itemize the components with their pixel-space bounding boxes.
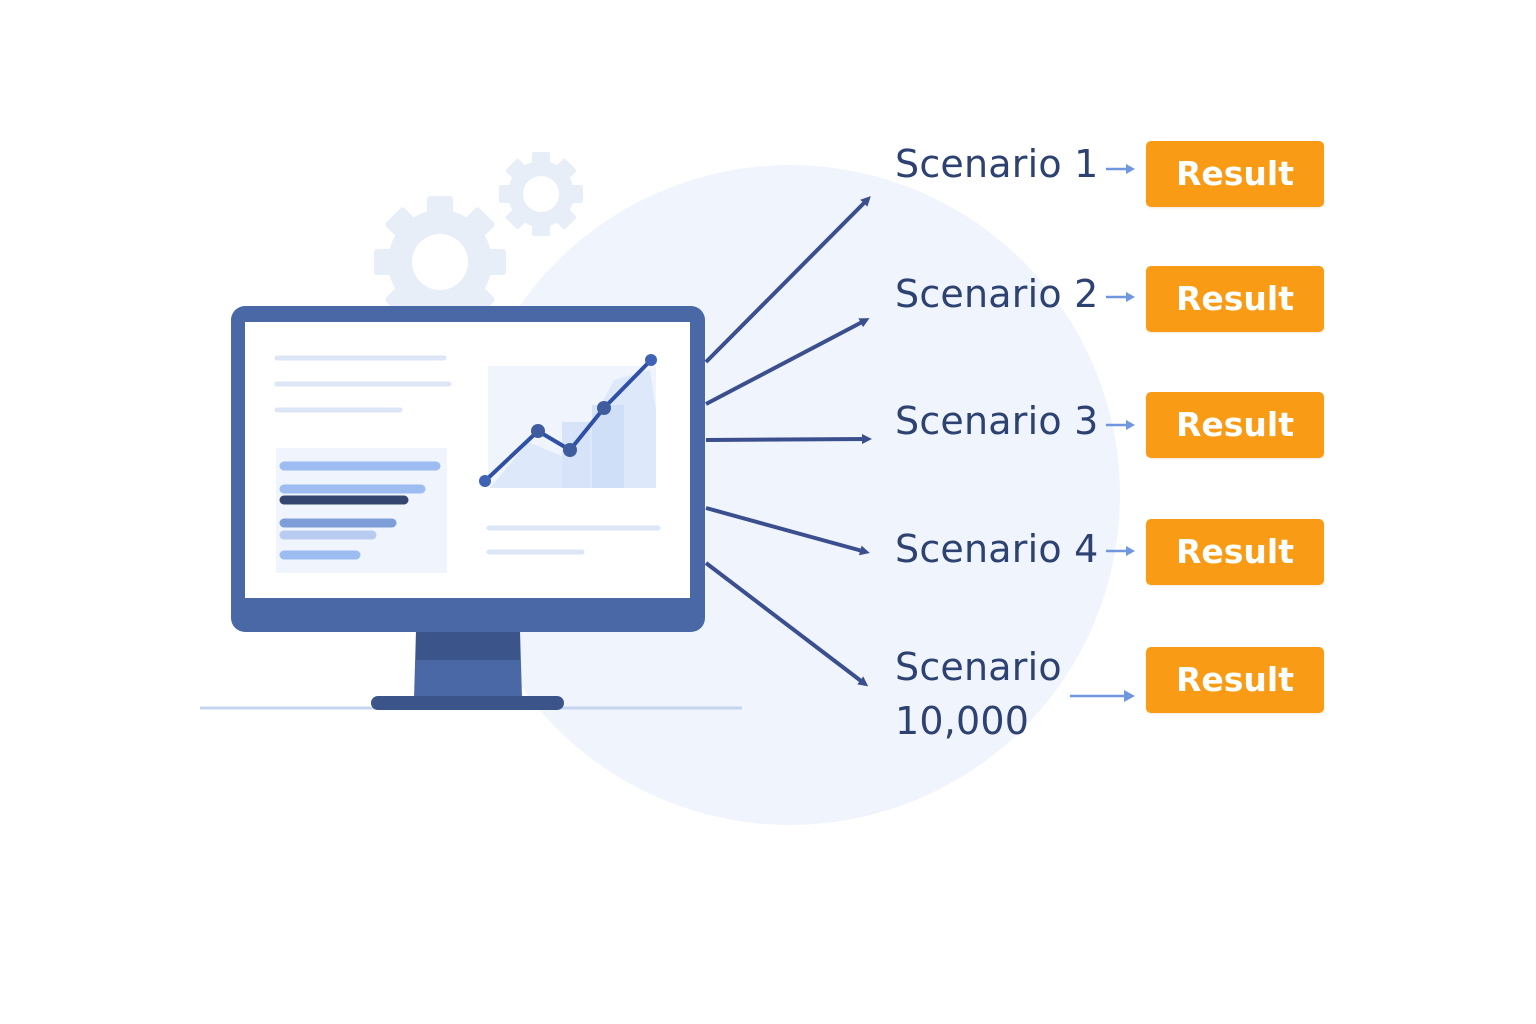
fan-out-arrows bbox=[704, 196, 872, 687]
arrow-scenario-2 bbox=[705, 318, 870, 406]
result-box-3: Result bbox=[1146, 392, 1324, 458]
result-box-10000: Result bbox=[1146, 647, 1324, 713]
arrow-scenario-4 bbox=[705, 506, 870, 556]
line-chart-icon bbox=[479, 354, 657, 488]
result-box-1: Result bbox=[1146, 141, 1324, 207]
arrow-scenario-10000 bbox=[704, 561, 869, 687]
arrow-scenario-1 bbox=[704, 196, 871, 364]
result-box-2: Result bbox=[1146, 266, 1324, 332]
scenario-label-2: Scenario 2 bbox=[895, 272, 1099, 316]
arrow-scenario-3 bbox=[705, 434, 872, 445]
gear-icon bbox=[499, 152, 583, 236]
scenario-label-10000: Scenario 10,000 bbox=[895, 645, 1062, 743]
scenario-label-3: Scenario 3 bbox=[895, 399, 1099, 443]
scenario-label-4: Scenario 4 bbox=[895, 527, 1099, 571]
bar-list-icon bbox=[276, 448, 447, 573]
screen-text-lines bbox=[274, 355, 661, 555]
result-box-4: Result bbox=[1146, 519, 1324, 585]
scenario-label-1: Scenario 1 bbox=[895, 142, 1099, 186]
small-arrows bbox=[1070, 164, 1135, 702]
